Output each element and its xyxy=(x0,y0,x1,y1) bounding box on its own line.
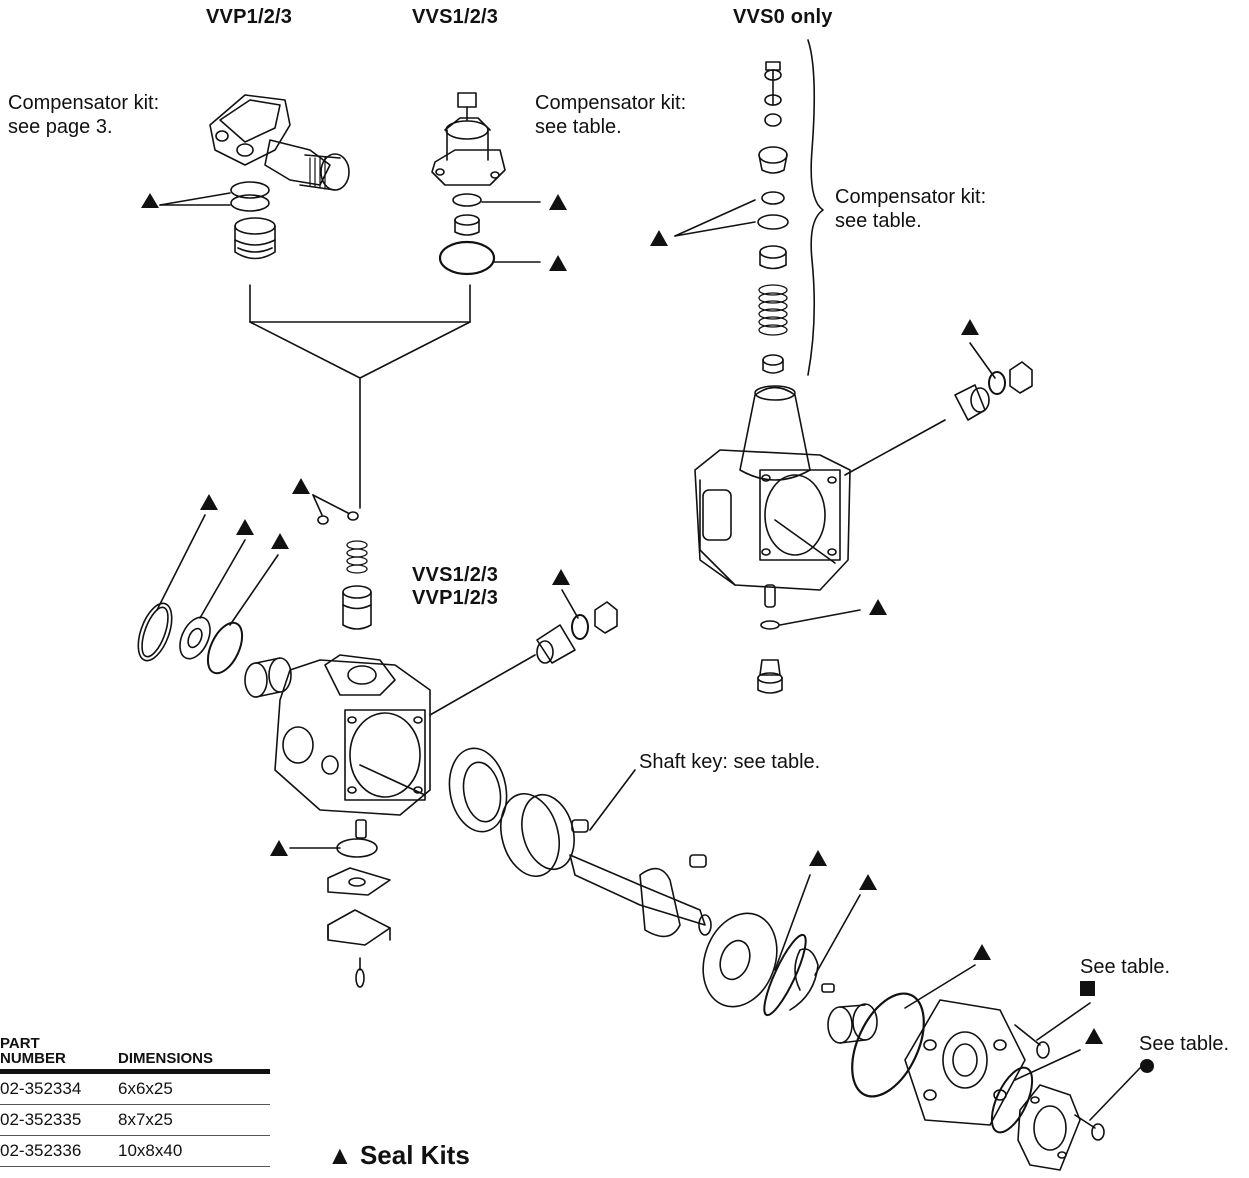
vvs0-housing xyxy=(694,385,851,591)
shaft-seal xyxy=(179,616,211,660)
leader-line xyxy=(561,589,579,619)
see-table-square-note: See table. xyxy=(1080,956,1171,978)
end-cover xyxy=(1017,1084,1081,1171)
seal-triangle xyxy=(271,533,289,549)
vvp-plug xyxy=(234,217,276,260)
dowel-and-bushing xyxy=(821,983,878,1044)
bracket-line xyxy=(249,321,471,379)
seal-triangle xyxy=(552,569,570,585)
shaft-key-table: PART NUMBER DIMENSIONS 02-352334 6x6x25 … xyxy=(0,1036,270,1167)
seal-kit-markers xyxy=(141,193,1154,1073)
main-housing xyxy=(274,494,431,816)
col-part-line1: PART xyxy=(0,1035,40,1052)
leader-line xyxy=(1036,1002,1091,1041)
cover-oring xyxy=(990,1066,1034,1134)
vvs-header: VVS1/2/3 xyxy=(412,6,499,28)
leader-line xyxy=(589,769,636,831)
mid-vvs-header: VVS1/2/3 xyxy=(412,564,499,586)
vvs0-brace xyxy=(807,39,824,376)
seal-triangle xyxy=(549,194,567,210)
seal-triangle xyxy=(292,478,310,494)
leader-line xyxy=(156,514,206,611)
vvs0-bottom-parts xyxy=(757,584,783,694)
leader-line xyxy=(969,342,996,379)
col-part-line2: NUMBER xyxy=(0,1050,66,1067)
compensator-note-vvs0: Compensator kit: see table. xyxy=(835,186,987,232)
seal-triangle xyxy=(141,193,159,208)
leader-line xyxy=(779,609,861,626)
leader-line xyxy=(1089,1067,1141,1121)
shaft-assembly xyxy=(569,819,712,938)
seal-triangle xyxy=(650,230,668,246)
leader-line xyxy=(674,199,756,237)
seal-triangle xyxy=(973,944,991,960)
seal-triangle xyxy=(809,850,827,866)
square-marker xyxy=(1080,981,1095,996)
bushing xyxy=(244,657,292,698)
table-row: 02-352334 6x6x25 xyxy=(0,1074,270,1105)
mid-side-plug xyxy=(536,601,618,664)
bracket-line xyxy=(249,284,471,323)
vvp-compensator-part xyxy=(209,94,350,191)
vvp-header: VVP1/2/3 xyxy=(206,6,293,28)
large-oring xyxy=(763,933,807,1017)
leader-line xyxy=(774,874,811,971)
col-dimensions: DIMENSIONS xyxy=(118,1050,214,1067)
compensator-note-table: Compensator kit: see table. xyxy=(535,92,687,138)
oring xyxy=(206,621,244,675)
leader-line xyxy=(429,654,536,716)
retaining-ring xyxy=(137,602,173,662)
seal-kits-legend: ▲ Seal Kits xyxy=(327,1140,470,1170)
cap-screw-square xyxy=(1014,1024,1050,1059)
vvp-orings xyxy=(230,181,270,212)
seal-triangle xyxy=(1085,1028,1103,1044)
compensator-note-page3: Compensator kit: see page 3. xyxy=(8,92,160,138)
seal-triangle xyxy=(961,319,979,335)
leader-line xyxy=(674,221,756,237)
vvs0-header: VVS0 only xyxy=(733,6,833,28)
leader-line xyxy=(814,894,861,976)
cap-screw-circle xyxy=(1074,1114,1105,1141)
housing-oring xyxy=(851,992,925,1098)
leader-line xyxy=(199,539,246,619)
leader-line xyxy=(1014,1049,1081,1081)
vvs0-side-plug xyxy=(954,361,1033,421)
table-row: 02-352336 10x8x40 xyxy=(0,1136,270,1167)
circle-marker xyxy=(1140,1059,1154,1073)
vvs0-stack xyxy=(757,61,789,374)
seal-triangle xyxy=(869,599,887,615)
table-header: PART NUMBER DIMENSIONS xyxy=(0,1036,270,1074)
shaft-key-note: Shaft key: see table. xyxy=(639,751,821,773)
mid-vvp-header: VVP1/2/3 xyxy=(412,587,499,609)
leader-line xyxy=(229,554,279,626)
seal-triangle xyxy=(236,519,254,535)
vvs-oring-large xyxy=(438,240,496,276)
seal-triangle xyxy=(200,494,218,510)
front-flange xyxy=(904,999,1026,1126)
seal-triangle xyxy=(859,874,877,890)
vvs-piston xyxy=(454,214,480,236)
seal-triangle xyxy=(270,840,288,856)
seal-triangle xyxy=(549,255,567,271)
leader-line xyxy=(844,419,946,476)
bottom-cover-parts xyxy=(327,819,391,988)
leader-line xyxy=(904,964,976,1009)
pressure-plate xyxy=(702,912,778,1008)
vvs-compensator-part xyxy=(431,92,506,186)
port-plate xyxy=(448,747,508,833)
see-table-circle-note: See table. xyxy=(1139,1033,1230,1055)
retainer-clip xyxy=(789,948,819,1011)
table-row: 02-352335 8x7x25 xyxy=(0,1105,270,1136)
vvs-oring-small xyxy=(452,193,482,207)
leader-line xyxy=(159,192,231,206)
